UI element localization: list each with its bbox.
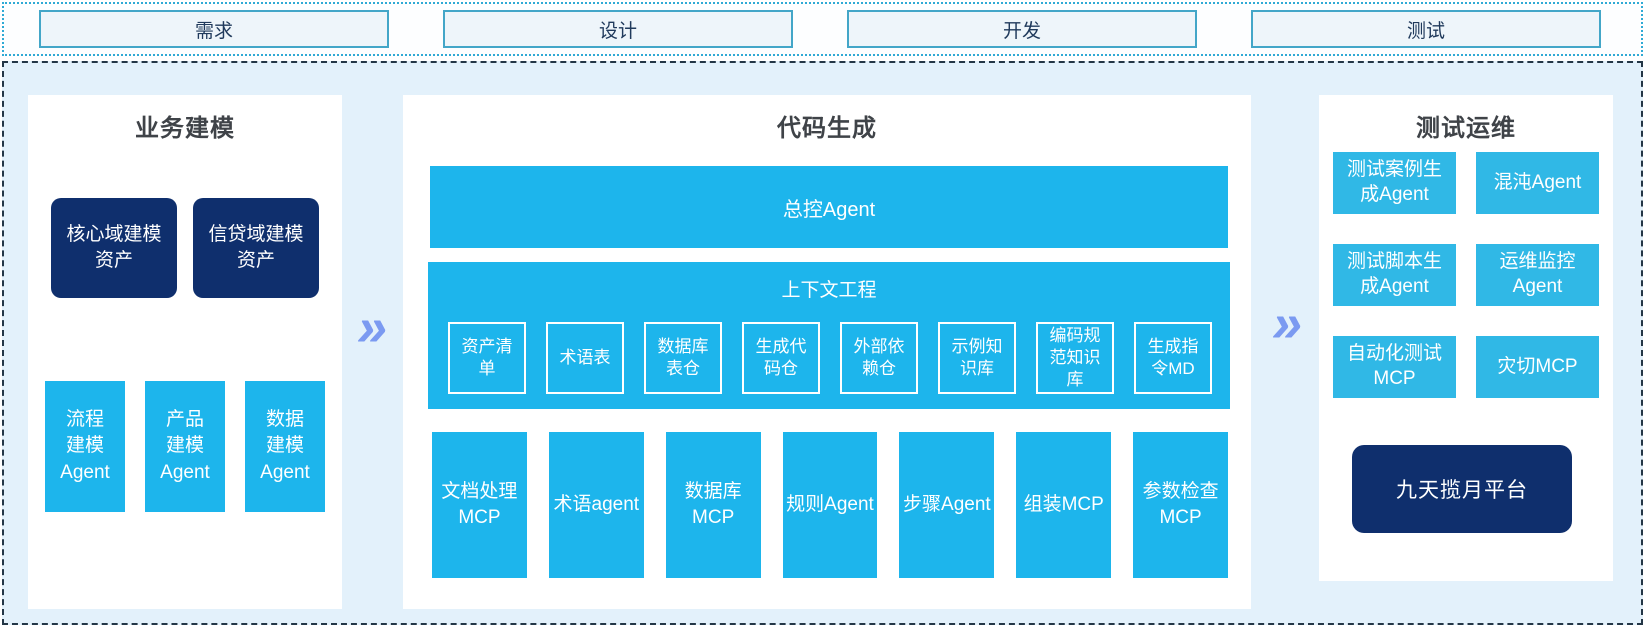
context-engineering-section: 上下文工程 资产清 单 术语表 数据库 表仓 生成代 码仓 外部依 赖仓 示例知… [428,262,1230,409]
box-glossary-agent: 术语agent [548,432,644,578]
box-master-control-agent: 总控Agent [430,166,1228,248]
box-external-dependency-repo: 外部依 赖仓 [840,322,918,394]
box-test-case-generation-agent: 测试案例生 成Agent [1333,152,1456,214]
context-item-row: 资产清 单 术语表 数据库 表仓 生成代 码仓 外部依 赖仓 示例知 识库 编码… [448,322,1212,394]
box-parameter-check-mcp: 参数检查 MCP [1133,432,1229,578]
box-database-table-repo: 数据库 表仓 [644,322,722,394]
phase-box-development: 开发 [847,10,1197,48]
box-ops-monitoring-agent: 运维监控 Agent [1476,244,1599,306]
panel-test-operations: 测试运维 测试案例生 成Agent 混沌Agent 测试脚本生 成Agent 运… [1319,95,1613,581]
box-database-mcp: 数据库 MCP [665,432,761,578]
box-example-knowledge-base: 示例知 识库 [938,322,1016,394]
box-chaos-agent: 混沌Agent [1476,152,1599,214]
asset-box-row: 核心域建模 资产 信贷域建模 资产 [28,198,342,298]
main-container: 业务建模 核心域建模 资产 信贷域建模 资产 流程 建模 Agent 产品 建模… [2,61,1643,625]
box-generation-instruction-md: 生成指 令MD [1134,322,1212,394]
box-jiutian-lanyue-platform: 九天揽月平台 [1352,445,1572,533]
panel-title-code-generation: 代码生成 [777,115,877,142]
box-data-modeling-agent: 数据 建模 Agent [245,381,325,512]
panel-business-modeling: 业务建模 核心域建模 资产 信贷域建模 资产 流程 建模 Agent 产品 建模… [28,95,342,609]
context-engineering-title: 上下文工程 [781,280,877,301]
box-document-processing-mcp: 文档处理 MCP [432,432,527,578]
modeling-agent-row: 流程 建模 Agent 产品 建模 Agent 数据 建模 Agent [28,381,342,512]
double-chevron-right-icon: » [356,297,388,357]
panel-title-test-operations: 测试运维 [1416,115,1516,142]
phase-strip: 需求 设计 开发 测试 [2,2,1643,56]
panel-code-generation: 代码生成 总控Agent 上下文工程 资产清 单 术语表 数据库 表仓 生成代 … [403,95,1251,609]
box-asset-list: 资产清 单 [448,322,526,394]
box-assembly-mcp: 组装MCP [1016,432,1112,578]
box-product-modeling-agent: 产品 建模 Agent [145,381,225,512]
phase-box-testing: 测试 [1251,10,1601,48]
box-test-script-generation-agent: 测试脚本生 成Agent [1333,244,1456,306]
double-chevron-right-icon: » [1271,293,1303,353]
box-automated-testing-mcp: 自动化测试 MCP [1333,336,1456,398]
box-process-modeling-agent: 流程 建模 Agent [45,381,125,512]
phase-box-requirements: 需求 [39,10,389,48]
box-steps-agent: 步骤Agent [899,432,995,578]
box-credit-domain-modeling-assets: 信贷域建模 资产 [193,198,319,298]
test-ops-grid: 测试案例生 成Agent 混沌Agent 测试脚本生 成Agent 运维监控 A… [1333,152,1599,398]
box-rules-agent: 规则Agent [782,432,878,578]
box-core-domain-modeling-assets: 核心域建模 资产 [51,198,177,298]
tool-box-row: 文档处理 MCP 术语agent 数据库 MCP 规则Agent 步骤Agent… [432,432,1229,578]
panel-title-business-modeling: 业务建模 [135,115,235,142]
box-disaster-switch-mcp: 灾切MCP [1476,336,1599,398]
box-generated-code-repo: 生成代 码仓 [742,322,820,394]
box-coding-standards-knowledge-base: 编码规 范知识 库 [1036,322,1114,394]
phase-box-design: 设计 [443,10,793,48]
box-glossary: 术语表 [546,322,624,394]
